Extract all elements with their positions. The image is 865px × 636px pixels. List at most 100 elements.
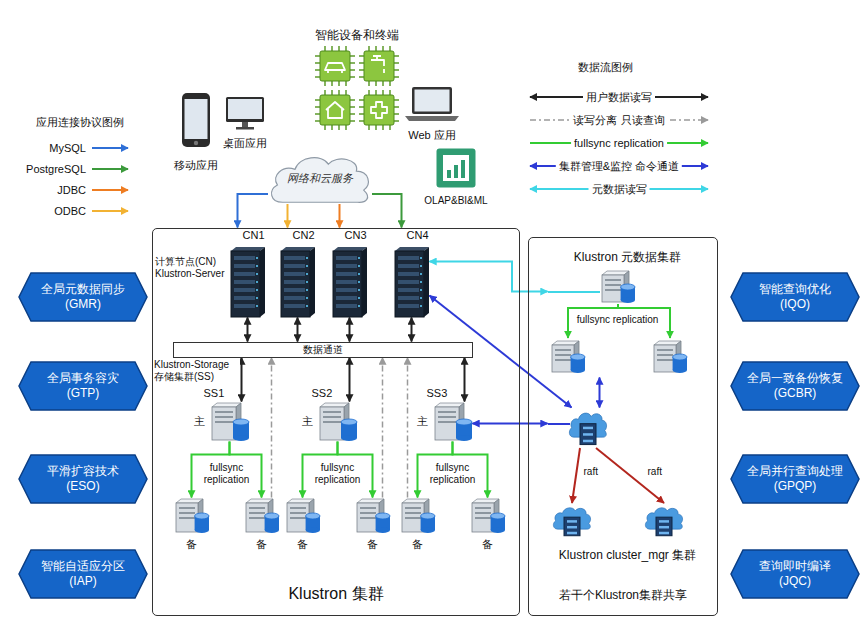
storage-standby: 备 (244, 498, 280, 551)
group-label: 计算节点(CN) Klustron-Server (155, 256, 229, 280)
feature-label: 智能查询优化 (IQO) (745, 282, 845, 312)
legend-text: ODBC (14, 204, 86, 218)
storage-master: SS3主 (433, 402, 473, 442)
connector (407, 358, 409, 498)
role-label: 主 (302, 415, 313, 428)
role-label: 备 (470, 538, 506, 551)
database-server (285, 498, 321, 534)
feature-hexagon: 查询即时编译 (JQC) (730, 549, 860, 599)
storage-standby: 备 (174, 498, 210, 551)
node-label: SS3 (427, 387, 448, 400)
data-channel-bar: 数据通道 (173, 342, 473, 358)
raft-label: raft (584, 466, 598, 478)
connector (247, 318, 249, 342)
replication-label: fullsync replication (577, 314, 659, 326)
phone-illustration (181, 92, 211, 148)
connector (339, 204, 341, 228)
legend-title: 应用连接协议图例 (36, 116, 124, 129)
legend-text: 集群管理&监控 命令通道 (556, 159, 682, 173)
connector (411, 318, 413, 342)
feature-hexagon: 全局元数据同步 (GMR) (18, 272, 148, 322)
database-server (318, 402, 358, 442)
cluster-title: Klustron 元数据集群 (548, 250, 708, 264)
legend-text: fullsync replication (571, 136, 667, 150)
rack-server (394, 246, 430, 318)
frame-title: 若干个Klustron集群共享 (529, 588, 717, 603)
role-label: 备 (285, 538, 321, 551)
shared-frame: 若干个Klustron集群共享 Klustron 元数据集群 fullsync re… (528, 237, 718, 616)
legend-text: 元数据读写 (589, 182, 650, 196)
device-chips (315, 46, 399, 130)
analytics-icon: OLAP&BI&ML (420, 148, 492, 207)
rack-server (230, 246, 266, 318)
connector (271, 358, 273, 498)
connector (297, 318, 299, 342)
feature-label: 查询即时编译 (JQC) (745, 559, 845, 589)
feature-label: 全局事务容灾 (GTP) (33, 371, 133, 401)
group-label: Klustron-Storage 存储集群(SS) (154, 359, 240, 383)
feature-hexagon: 全局事务容灾 (GTP) (18, 361, 148, 411)
legend-text: JDBC (14, 183, 86, 197)
node-label: SS1 (204, 387, 225, 400)
feature-hexagon: 平滑扩容技术 (ESO) (18, 454, 148, 504)
cluster-manager: Klustron cluster_mgr 集群raftraft (548, 408, 708, 578)
legend-title: 数据流图例 (578, 61, 633, 74)
desktop-app-icon: 桌面应用 (222, 96, 268, 150)
storage-standby: 备 (285, 498, 321, 551)
database-server (400, 498, 436, 534)
connector (287, 204, 289, 228)
storage-standby: 备 (470, 498, 506, 551)
device-caption: 智能设备和终端 (312, 28, 402, 42)
channel-label: 数据通道 (303, 343, 343, 357)
connector (372, 194, 402, 228)
web-app-icon: Web 应用 (404, 86, 460, 142)
connector (473, 423, 548, 425)
mobile-app-icon: 移动应用 (172, 92, 220, 172)
analytics-illustration (436, 148, 476, 188)
edge-label: fullsync replication (198, 462, 256, 486)
database-server (470, 498, 506, 534)
feature-label: 全局一致备份恢复 (GCBR) (745, 371, 845, 401)
connector (241, 358, 243, 402)
edge-label: fullsync replication (424, 462, 482, 486)
node-label: SS2 (312, 387, 333, 400)
connector (349, 318, 351, 342)
role-label: 备 (244, 538, 280, 551)
rack-server (332, 246, 368, 318)
app-caption: OLAP&BI&ML (420, 194, 492, 207)
feature-label: 平滑扩容技术 (ESO) (33, 464, 133, 494)
node-label: CN2 (280, 228, 316, 242)
storage-master: SS1主 (210, 402, 250, 442)
metadata-cluster: Klustron 元数据集群 fullsync replication (548, 250, 708, 378)
connector (430, 262, 548, 292)
cloud-service: 网络和云服务 (268, 152, 372, 204)
cluster-frame: Klustron 集群CN1CN2CN3CN4数据通道SS1主SS2主SS3主备… (152, 228, 520, 616)
legend-text: 用户数据读写 (583, 90, 655, 104)
connector (382, 358, 384, 498)
feature-hexagon: 全局并行查询处理 (GPQP) (730, 454, 860, 504)
odbc-sample (92, 210, 128, 212)
cloud-label: 网络和云服务 (287, 171, 353, 186)
compute-node: CN2 (280, 228, 316, 318)
feature-hexagon: 智能查询优化 (IQO) (730, 272, 860, 322)
feature-label: 全局元数据同步 (GMR) (33, 282, 133, 312)
node-label: CN4 (394, 228, 430, 242)
role-label: 备 (400, 538, 436, 551)
connector (349, 358, 351, 402)
cluster-title: Klustron cluster_mgr 集群 (548, 548, 708, 562)
compute-node: CN4 (394, 228, 430, 318)
laptop-illustration (404, 86, 460, 122)
storage-master: SS2主 (318, 402, 358, 442)
monitor-illustration (225, 96, 265, 130)
app-caption: 移动应用 (172, 158, 220, 172)
legend-text: MySQL (14, 141, 86, 155)
rack-server (280, 246, 316, 318)
legend-text: 读写分离 只读查询 (570, 113, 667, 127)
feature-label: 智能自适应分区 (IAP) (33, 559, 133, 589)
feature-label: 全局并行查询处理 (GPQP) (745, 464, 845, 494)
role-label: 主 (194, 415, 205, 428)
database-server (355, 498, 391, 534)
connector (238, 194, 269, 228)
role-label: 主 (417, 415, 428, 428)
